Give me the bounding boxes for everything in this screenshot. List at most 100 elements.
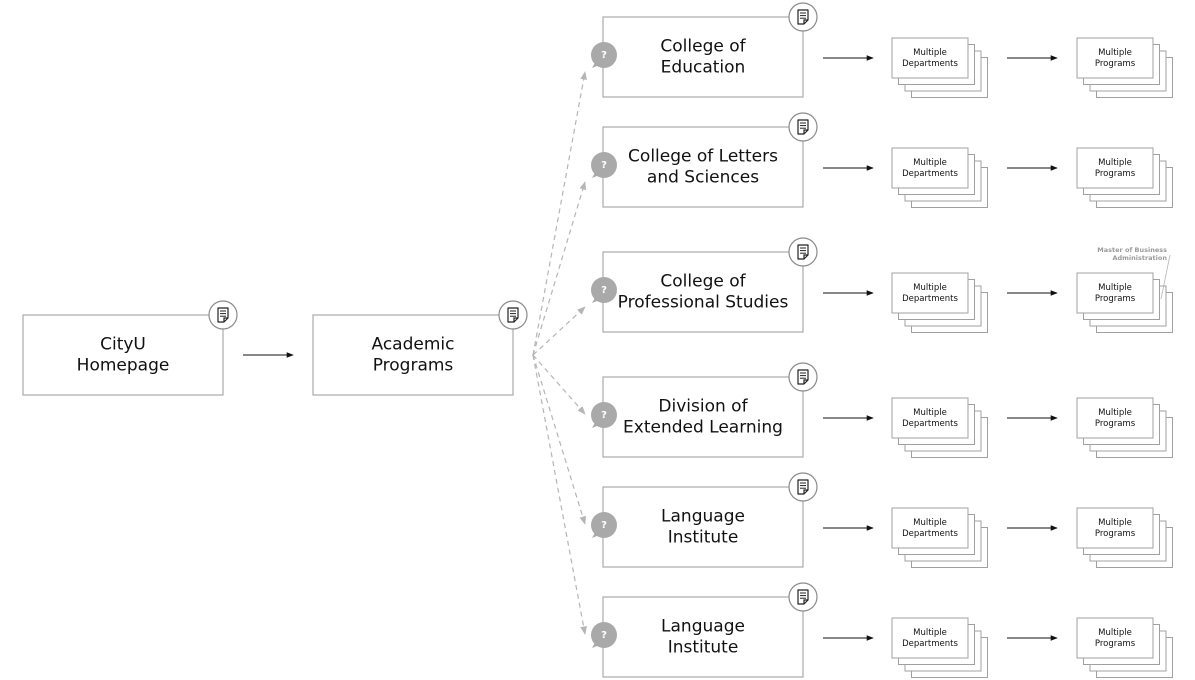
document-icon[interactable] (208, 300, 238, 330)
college-node-2-label-line: and Sciences (647, 168, 759, 188)
question-mark: ? (601, 630, 607, 641)
document-icon[interactable] (788, 2, 818, 32)
departments-stack-2-label-line: Multiple (913, 158, 947, 168)
document-icon[interactable] (788, 362, 818, 392)
college-node-3-label-line: Professional Studies (618, 293, 789, 313)
document-icon[interactable] (788, 472, 818, 502)
college-node-4-label-line: Extended Learning (623, 418, 783, 438)
departments-stack-2-label-line: Departments (902, 169, 958, 179)
college-node-4-label-line: Division of (658, 397, 748, 417)
question-mark: ? (601, 410, 607, 421)
annotation-line: Administration (1112, 254, 1167, 262)
departments-stack-6-label-line: Departments (902, 639, 958, 649)
document-icon[interactable] (788, 582, 818, 612)
question-mark: ? (601, 520, 607, 531)
question-bubble-icon[interactable]: ? (591, 152, 617, 178)
question-mark: ? (601, 50, 607, 61)
programs-stack-2-label-line: Multiple (1098, 158, 1132, 168)
document-icon[interactable] (788, 237, 818, 267)
question-bubble-icon[interactable]: ? (591, 512, 617, 538)
college-node-2-label-line: College of Letters (628, 147, 778, 167)
document-icon[interactable] (498, 300, 528, 330)
programs-stack-3-label-line: Programs (1095, 294, 1136, 304)
programs-stack-1-label-line: Programs (1095, 59, 1136, 69)
dashed-arrow-college-1 (532, 71, 587, 356)
question-bubble-icon[interactable]: ? (591, 402, 617, 428)
question-bubble-icon[interactable]: ? (591, 277, 617, 303)
programs-stack-2-label-line: Programs (1095, 169, 1136, 179)
college-node-1-label-line: Education (661, 58, 746, 78)
solid-connectors (243, 55, 1058, 641)
programs-stack-6-label-line: Multiple (1098, 628, 1132, 638)
programs-stack-4-label-line: Multiple (1098, 408, 1132, 418)
question-mark: ? (601, 160, 607, 171)
dashed-arrow-college-4 (532, 354, 586, 415)
college-node-5-label-line: Language (661, 507, 745, 527)
departments-stack-5-label-line: Multiple (913, 518, 947, 528)
hub-node-academic-programs-label-line: Programs (373, 356, 454, 376)
dashed-arrow-college-2 (532, 181, 587, 356)
college-node-6-label-line: Institute (668, 638, 739, 658)
college-node-1-label-line: College of (660, 37, 746, 57)
programs-stack-5-label-line: Multiple (1098, 518, 1132, 528)
dashed-connectors (532, 71, 587, 635)
question-bubble-icon[interactable]: ? (591, 622, 617, 648)
question-bubble-icon[interactable]: ? (591, 42, 617, 68)
programs-stack-4-label-line: Programs (1095, 419, 1136, 429)
departments-stack-3-label-line: Multiple (913, 283, 947, 293)
departments-stack-6-label-line: Multiple (913, 628, 947, 638)
college-node-6-label-line: Language (661, 617, 745, 637)
dashed-arrow-college-6 (532, 354, 587, 635)
annotation-leader-line (1160, 254, 1171, 300)
dashed-arrow-college-5 (532, 354, 586, 525)
departments-stack-1-label-line: Departments (902, 59, 958, 69)
root-node-cityu-homepage-label-line: Homepage (77, 356, 170, 376)
document-icon[interactable] (788, 112, 818, 142)
college-node-5-label-line: Institute (668, 528, 739, 548)
hub-node-academic-programs-label-line: Academic (372, 335, 455, 355)
question-mark: ? (601, 285, 607, 296)
root-node-cityu-homepage-label-line: CityU (100, 335, 146, 355)
